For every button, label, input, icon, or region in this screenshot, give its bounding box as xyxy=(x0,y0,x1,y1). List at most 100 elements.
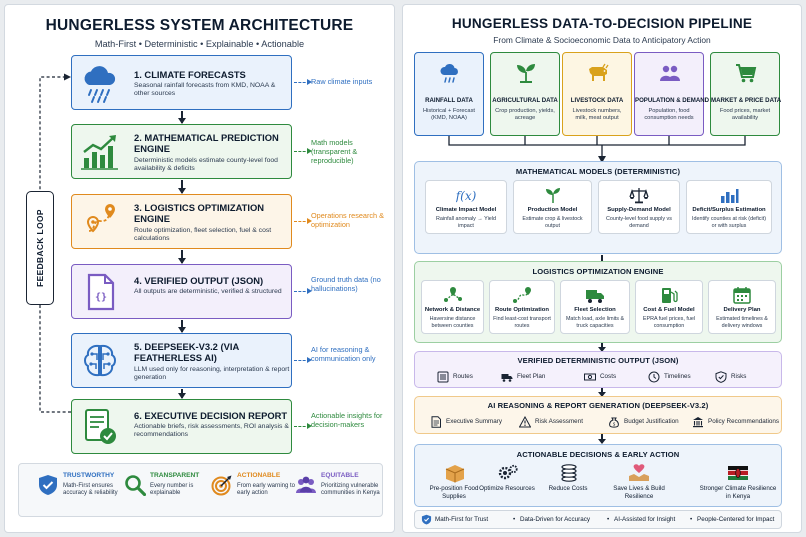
principle-description: From early warning to early action xyxy=(237,483,296,497)
step-description: Deterministic models estimate county-lev… xyxy=(134,157,278,173)
source-description: Crop production, yields, acreage xyxy=(495,108,555,121)
magnifier-icon xyxy=(125,475,146,496)
source-agricultural-data: AGRICULTURAL DATA Crop production, yield… xyxy=(490,52,560,136)
step-verified-output: {} 4. VERIFIED OUTPUT (JSON) All outputs… xyxy=(71,264,292,319)
source-title: AGRICULTURAL DATA xyxy=(492,97,558,104)
action-label: Optimize Resources xyxy=(479,485,535,492)
logistics-description: Find least-cost transport routes xyxy=(493,316,551,329)
cloud-rain-icon xyxy=(440,63,458,83)
principle-title: ACTIONABLE xyxy=(237,472,281,479)
model-description: Identify counties at risk (deficit) or w… xyxy=(691,216,766,229)
truck-icon xyxy=(501,374,513,382)
logistics-description: Match load, axle limits & truck capaciti… xyxy=(565,316,625,329)
footer-item: People-Centered for Impact xyxy=(697,516,775,523)
balance-scale-icon xyxy=(629,188,649,204)
cloud-rain-icon xyxy=(84,66,116,103)
chip-label: Timelines xyxy=(664,373,691,380)
sprout-icon xyxy=(545,188,560,203)
model-card: Deficit/Surplus Estimation Identify coun… xyxy=(686,180,772,234)
truck-icon xyxy=(586,290,604,303)
report-check-icon xyxy=(85,409,116,444)
feedback-loop-label: FEEDBACK LOOP xyxy=(35,209,45,287)
shield-check-icon xyxy=(421,514,432,525)
box-icon xyxy=(445,465,465,483)
footer-item: Math-First for Trust xyxy=(435,516,489,523)
cart-icon xyxy=(736,64,757,83)
principle-description: Prioritizing vulnerable communities in K… xyxy=(321,483,380,497)
model-description: Rainfall anomaly → Yield impact xyxy=(436,216,496,229)
side-note: Raw climate inputs xyxy=(311,77,373,86)
source-title: RAINFALL DATA xyxy=(425,97,473,104)
source-market-price-data: MARKET & PRICE DATA Food prices, market … xyxy=(710,52,781,136)
svg-text:f(x): f(x) xyxy=(456,189,476,203)
chip-label: Risk Assessment xyxy=(535,418,583,425)
action-item: Reduce Costs xyxy=(538,463,598,511)
principle-title: TRUSTWORTHY xyxy=(63,472,115,479)
mathematical-models-section: MATHEMATICAL MODELS (DETERMINISTIC) f(x)… xyxy=(414,161,782,254)
step-description: Route optimization, fleet selection, fue… xyxy=(134,227,272,243)
logistics-description: EPRA fuel prices, fuel consumption xyxy=(642,316,696,329)
bar-chart-icon xyxy=(81,135,118,170)
logistics-description: Estimated timelines & delivery windows xyxy=(716,316,768,329)
step-description: Seasonal rainfall forecasts from KMD, NO… xyxy=(134,82,276,98)
ai-reasoning-section: AI REASONING & REPORT GENERATION (DEEPSE… xyxy=(414,396,782,434)
cow-icon xyxy=(589,63,609,81)
flow-arrow xyxy=(598,388,605,397)
architecture-title: HUNGERLESS SYSTEM ARCHITECTURE xyxy=(45,17,354,34)
architecture-panel: HUNGERLESS SYSTEM ARCHITECTURE Math-Firs… xyxy=(4,4,395,533)
model-card: Supply-Demand Model County-level food su… xyxy=(598,180,680,234)
action-label: Save Lives & Build Resilience xyxy=(613,485,665,500)
chip-label: Budget Justification xyxy=(624,418,679,425)
brain-icon xyxy=(84,344,116,377)
section-title: ACTIONABLE DECISIONS & EARLY ACTION xyxy=(516,450,680,459)
logistics-description: Haversine distance between counties xyxy=(429,316,476,329)
logistics-card: Delivery Plan Estimated timelines & deli… xyxy=(708,280,776,334)
shield-check-icon xyxy=(715,371,727,383)
function-icon: f(x) xyxy=(456,189,476,203)
svg-text:$: $ xyxy=(613,422,616,428)
section-title: MATHEMATICAL MODELS (DETERMINISTIC) xyxy=(515,167,681,176)
logistics-title: Network & Distance xyxy=(424,307,481,313)
step-title: 1. CLIMATE FORECASTS xyxy=(134,69,246,80)
pipeline-subtitle: From Climate & Socioeconomic Data to Ant… xyxy=(493,35,711,45)
warning-icon xyxy=(519,416,531,428)
logistics-title: Cost & Fuel Model xyxy=(643,307,695,313)
flow-arrow xyxy=(178,180,185,194)
step-deepseek-llm: 5. DEEPSEEK-V3.2 (VIA FEATHERLESS AI) LL… xyxy=(71,333,292,388)
footer-item: Data-Driven for Accuracy xyxy=(520,516,590,523)
logistics-title: Fleet Selection xyxy=(574,307,616,313)
chip-label: Risks xyxy=(731,373,747,380)
step-title: 2. MATHEMATICAL PREDICTION ENGINE xyxy=(134,132,279,154)
bullet-icon: • xyxy=(690,516,693,523)
cash-icon xyxy=(584,373,596,381)
bullet-icon: • xyxy=(607,516,610,523)
chip-label: Routes xyxy=(453,373,473,380)
source-rainfall-data: RAINFALL DATA Historical + Forecast (KMD… xyxy=(414,52,484,136)
logistics-title: Route Optimization xyxy=(495,307,549,313)
step-description: LLM used only for reasoning, interpretat… xyxy=(134,366,290,382)
pipeline-panel: HUNGERLESS DATA-TO-DECISION PIPELINE Fro… xyxy=(402,4,802,533)
side-note-arrow xyxy=(294,288,312,294)
logistics-engine-section: LOGISTICS OPTIMIZATION ENGINE Network & … xyxy=(414,261,782,343)
route-icon xyxy=(86,204,115,233)
route-icon xyxy=(513,287,531,303)
principles-footer: Math-First for Trust • Data-Driven for A… xyxy=(414,510,782,529)
population-icon xyxy=(660,65,680,81)
logistics-card: Cost & Fuel Model EPRA fuel prices, fuel… xyxy=(635,280,703,334)
source-description: Food prices, market availability xyxy=(719,108,771,121)
action-item: Pre-position Food Supplies xyxy=(424,463,484,511)
svg-text:{}: {} xyxy=(95,292,107,303)
principle-title: TRANSPARENT xyxy=(150,472,200,479)
step-logistics-optimization: 3. LOGISTICS OPTIMIZATION ENGINE Route o… xyxy=(71,194,292,249)
action-item: Optimize Resources xyxy=(477,463,537,511)
step-executive-report: 6. EXECUTIVE DECISION REPORT Actionable … xyxy=(71,399,292,454)
model-title: Deficit/Surplus Estimation xyxy=(692,207,766,213)
network-pin-icon xyxy=(443,287,462,302)
action-label: Stronger Climate Resilience in Kenya xyxy=(699,485,777,500)
source-description: Population, food consumption needs xyxy=(644,108,694,121)
money-bag-icon: $ xyxy=(609,417,619,428)
section-title: LOGISTICS OPTIMIZATION ENGINE xyxy=(532,267,664,276)
principle-title: EQUITABLE xyxy=(321,472,359,479)
source-title: LIVESTOCK DATA xyxy=(570,97,624,104)
logistics-card: Route Optimization Find least-cost trans… xyxy=(489,280,555,334)
